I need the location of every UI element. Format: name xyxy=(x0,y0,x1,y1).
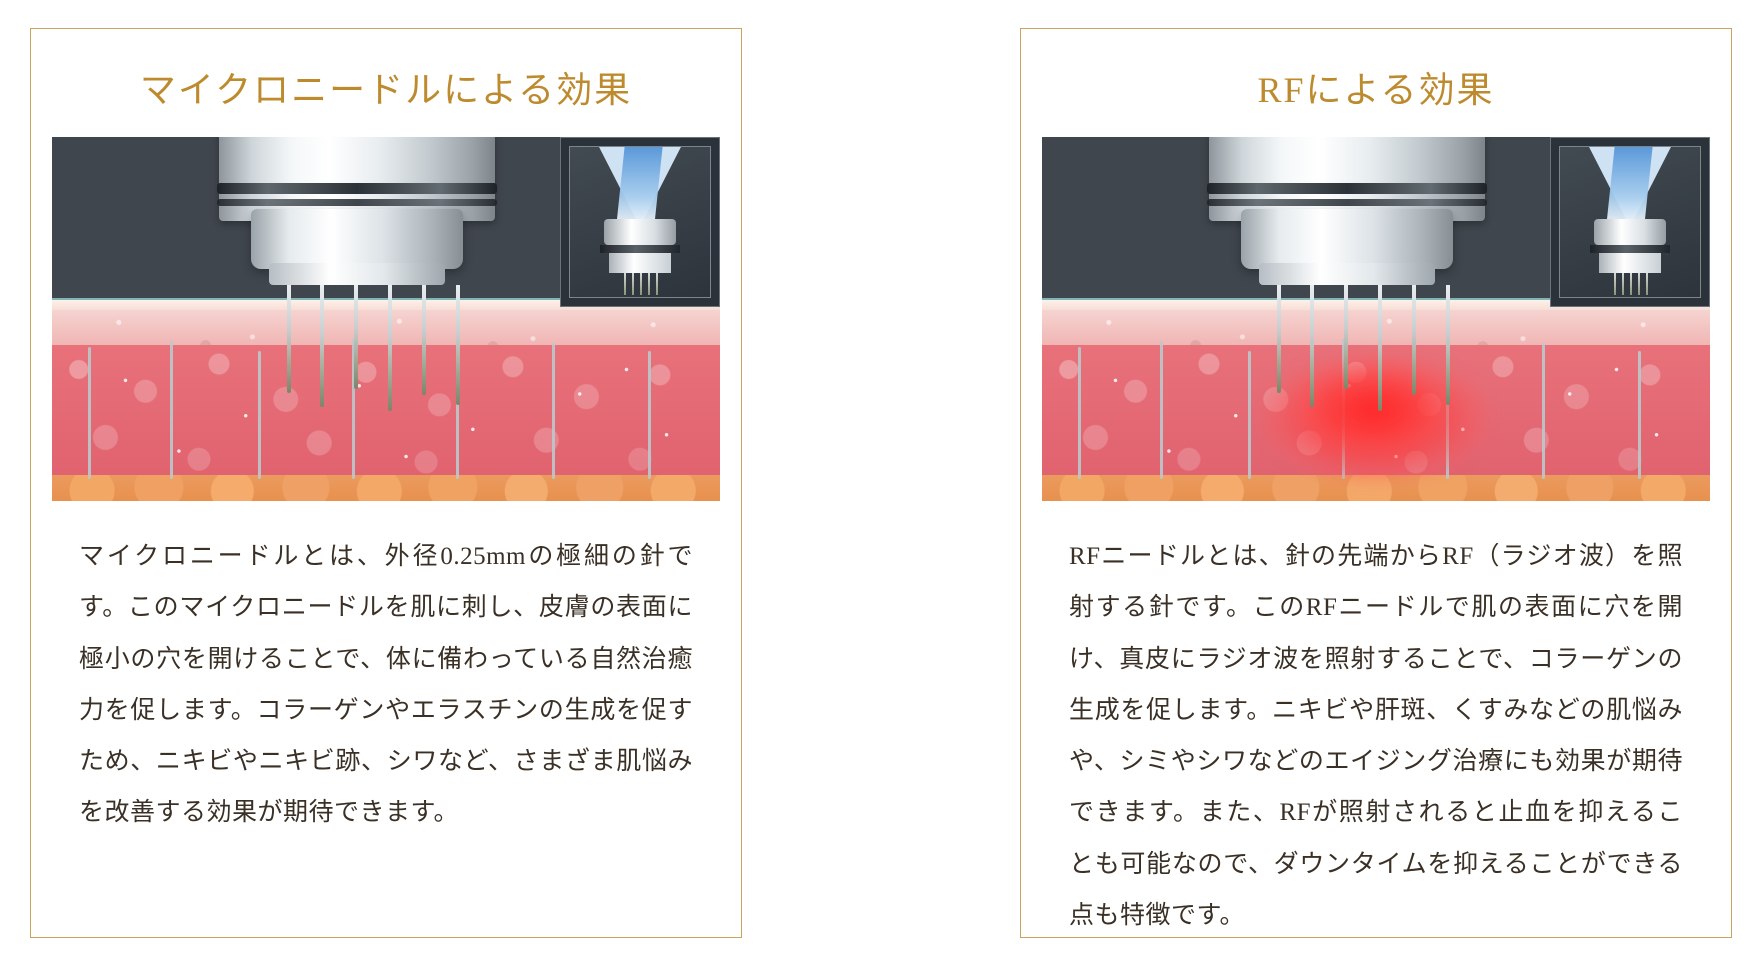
inset-ring xyxy=(600,245,680,253)
panel-title-microneedle: マイクロニードルによる効果 xyxy=(139,70,633,110)
figure-rf xyxy=(1042,137,1710,501)
inset-needle xyxy=(656,273,658,295)
microneedle xyxy=(456,285,460,405)
rf-needle xyxy=(1446,285,1450,405)
blood-vessel xyxy=(648,351,651,479)
handpiece-body xyxy=(219,137,495,221)
device-tip-inset xyxy=(560,137,720,307)
rf-needle xyxy=(1344,285,1348,389)
blood-vessel xyxy=(352,339,355,479)
handpiece-body xyxy=(1209,137,1485,221)
inset-foot xyxy=(609,253,671,273)
handpiece-collar xyxy=(251,209,463,269)
blood-vessel xyxy=(552,343,555,479)
device-handpiece xyxy=(207,137,507,319)
handpiece-collar xyxy=(1241,209,1453,269)
dermis-layer xyxy=(1042,345,1710,481)
subcutaneous-fat-layer xyxy=(52,475,720,501)
panel-body-rf: RFニードルとは、針の先端からRF（ラジオ波）を照射する針です。このRFニードル… xyxy=(1069,531,1683,941)
rf-needle xyxy=(1277,285,1281,393)
handpiece-foot xyxy=(269,263,445,285)
handpiece-ring-upper xyxy=(217,183,497,194)
inset-needle xyxy=(624,273,626,295)
inset-needle xyxy=(1622,273,1624,295)
stratum-corneum-layer xyxy=(52,298,720,310)
skin-cross-section xyxy=(52,298,720,501)
blood-vessel xyxy=(1638,351,1641,479)
inset-collar xyxy=(604,219,676,245)
inset-needle xyxy=(632,273,634,295)
blood-vessel xyxy=(1542,343,1545,479)
inset-needle xyxy=(1630,273,1632,295)
inset-ring xyxy=(1590,245,1670,253)
blood-vessel xyxy=(1160,341,1163,479)
device-handpiece xyxy=(1197,137,1497,319)
microneedle xyxy=(354,285,358,389)
inset-needle xyxy=(648,273,650,295)
blood-vessel xyxy=(170,341,173,479)
blood-vessel xyxy=(1248,351,1251,479)
handpiece-foot xyxy=(1259,263,1435,285)
stratum-corneum-layer xyxy=(1042,298,1710,310)
panel-microneedle: マイクロニードルによる効果 xyxy=(30,28,742,938)
subcutaneous-fat-layer xyxy=(1042,475,1710,501)
microneedle xyxy=(320,285,324,407)
inset-foot xyxy=(1599,253,1661,273)
inset-needle xyxy=(1614,273,1616,295)
panel-rf: RFによる効果 xyxy=(1020,28,1732,938)
inset-frame xyxy=(569,146,711,298)
rf-needle xyxy=(1412,285,1416,395)
blood-vessel xyxy=(258,351,261,479)
microneedle xyxy=(388,285,392,411)
device-tip-inset xyxy=(1550,137,1710,307)
blood-vessel xyxy=(88,347,91,479)
handpiece-ring-lower xyxy=(1207,199,1487,206)
body-paragraph: マイクロニードルとは、外径0.25mmの極細の針です。このマイクロニードルを肌に… xyxy=(79,543,693,827)
inset-frame xyxy=(1559,146,1701,298)
rf-needle xyxy=(1310,285,1314,407)
figure-microneedle xyxy=(52,137,720,501)
panel-body-microneedle: マイクロニードルとは、外径0.25mmの極細の針です。このマイクロニードルを肌に… xyxy=(79,531,693,839)
handpiece-ring-lower xyxy=(217,199,497,206)
skin-cross-section xyxy=(1042,298,1710,501)
microneedle xyxy=(287,285,291,393)
inset-needle xyxy=(1646,273,1648,295)
body-paragraph: RFニードルとは、針の先端からRF（ラジオ波）を照射する針です。このRFニードル… xyxy=(1069,543,1683,929)
inset-collar xyxy=(1594,219,1666,245)
blood-vessel xyxy=(456,349,459,479)
dermis-layer xyxy=(52,345,720,481)
microneedle xyxy=(422,285,426,395)
blood-vessel xyxy=(1078,347,1081,479)
inset-needle xyxy=(640,273,642,295)
handpiece-ring-upper xyxy=(1207,183,1487,194)
rf-needle xyxy=(1378,285,1382,411)
inset-needle xyxy=(1638,273,1640,295)
panel-title-rf: RFによる効果 xyxy=(1257,70,1495,110)
